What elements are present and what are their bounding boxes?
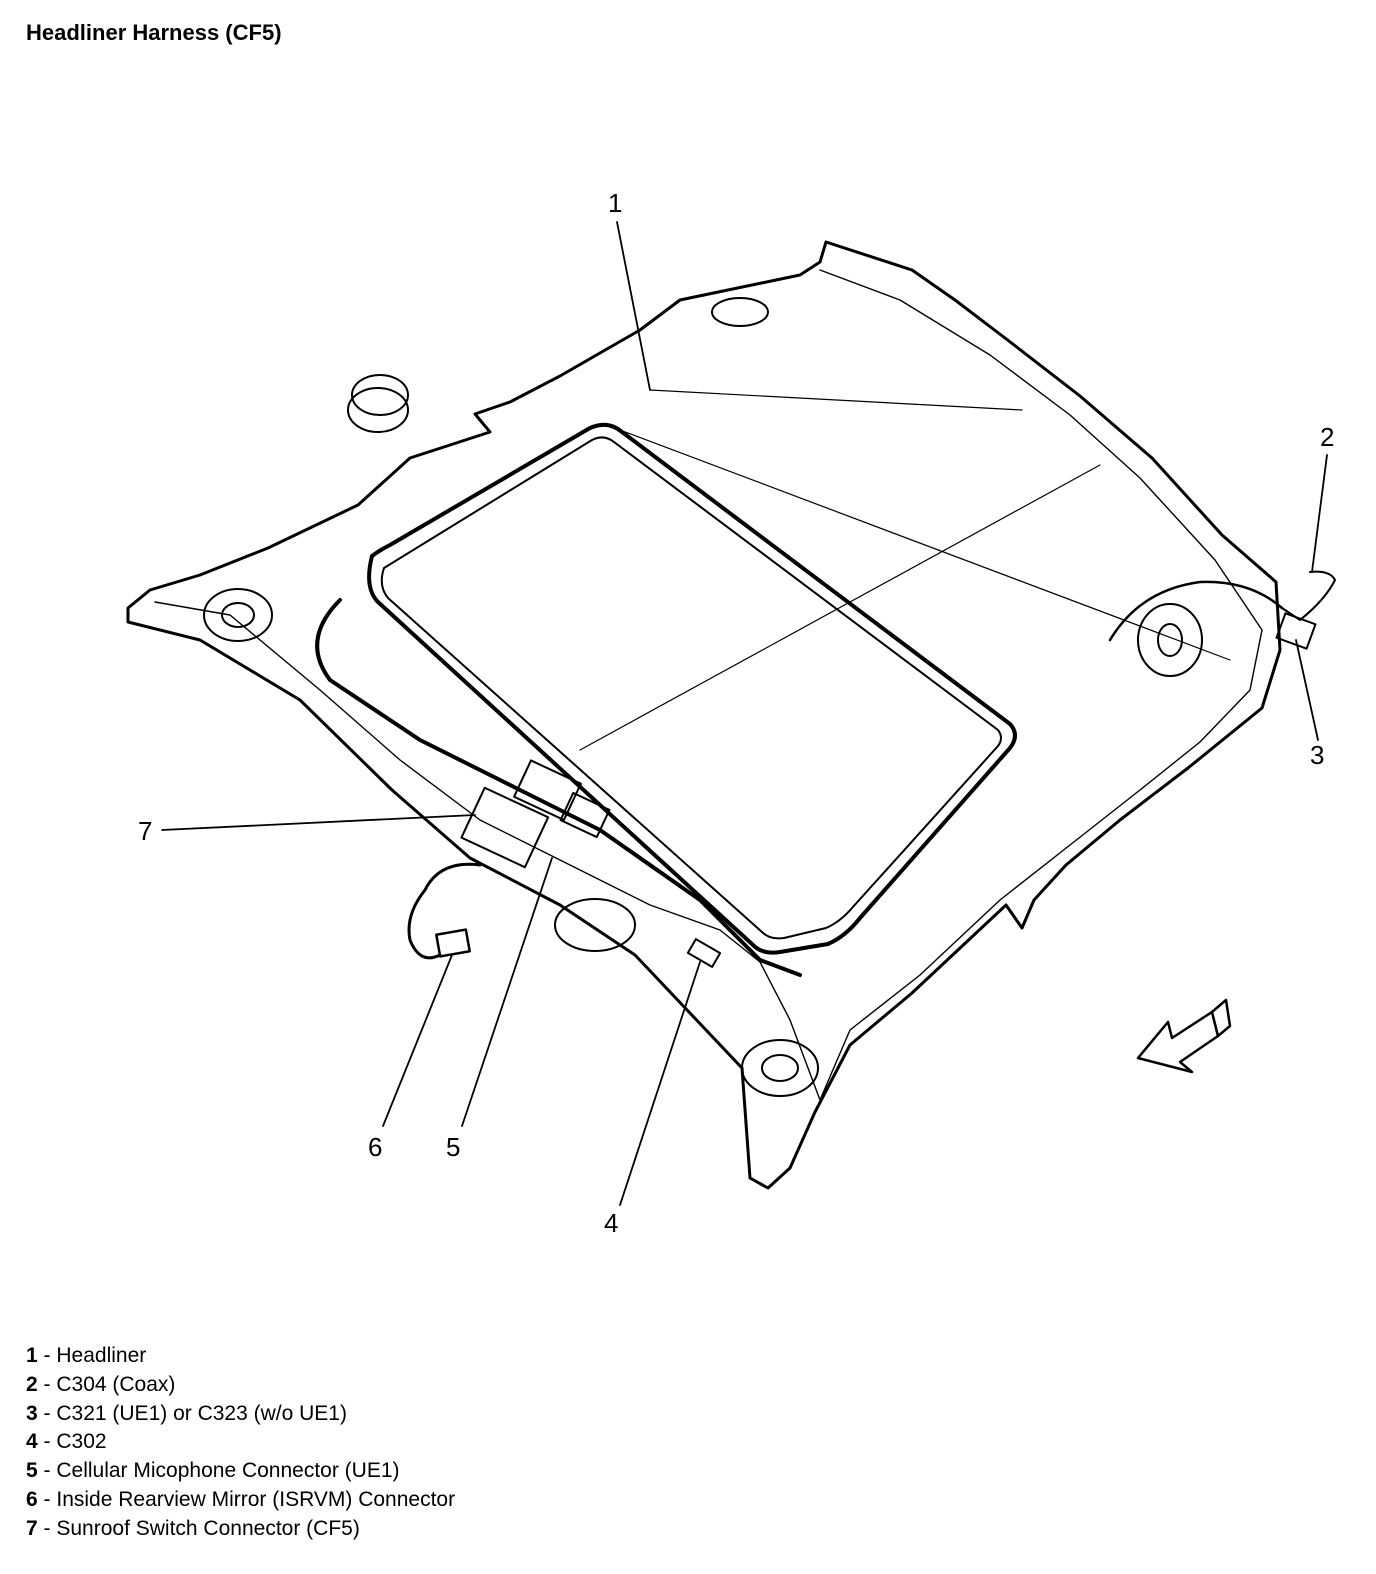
leader-1 <box>616 221 651 391</box>
leader-2 <box>1311 454 1328 573</box>
callout-legend: 1 - Headliner 2 - C304 (Coax) 3 - C321 (… <box>26 1342 455 1544</box>
callout-5: 5 <box>446 1132 460 1162</box>
leader-6 <box>382 954 453 1127</box>
legend-item: 6 - Inside Rearview Mirror (ISRVM) Conne… <box>26 1487 456 1511</box>
headliner-inner-outline <box>154 269 1263 1101</box>
front-direction-arrow-icon <box>1136 1010 1220 1074</box>
callout-4: 4 <box>604 1208 618 1238</box>
leader-7 <box>161 814 476 831</box>
leader-4 <box>619 961 701 1206</box>
leader-5 <box>461 857 553 1127</box>
legend-item: 5 - Cellular Micophone Connector (UE1) <box>26 1459 400 1483</box>
callout-6: 6 <box>368 1132 382 1162</box>
legend-item: 7 - Sunroof Switch Connector (CF5) <box>26 1516 360 1540</box>
coax-lead <box>1281 570 1336 621</box>
legend-item: 1 - Headliner <box>26 1344 147 1367</box>
legend-item: 3 - C321 (UE1) or C323 (w/o UE1) <box>26 1401 347 1425</box>
callout-2: 2 <box>1320 422 1334 452</box>
headliner-outline <box>126 240 1282 1190</box>
diagram-title: Headliner Harness (CF5) <box>26 20 282 45</box>
isrvm-pigtail <box>407 862 482 960</box>
legend-item: 4 - C302 <box>26 1430 107 1454</box>
callout-1: 1 <box>608 188 622 218</box>
callout-3: 3 <box>1310 740 1324 770</box>
sunroof-opening-outer <box>367 422 1017 955</box>
callout-7: 7 <box>138 816 152 846</box>
legend-item: 2 - C304 (Coax) <box>26 1372 176 1396</box>
leader-3 <box>1295 639 1319 741</box>
sunroof-opening-inner <box>380 436 1002 940</box>
